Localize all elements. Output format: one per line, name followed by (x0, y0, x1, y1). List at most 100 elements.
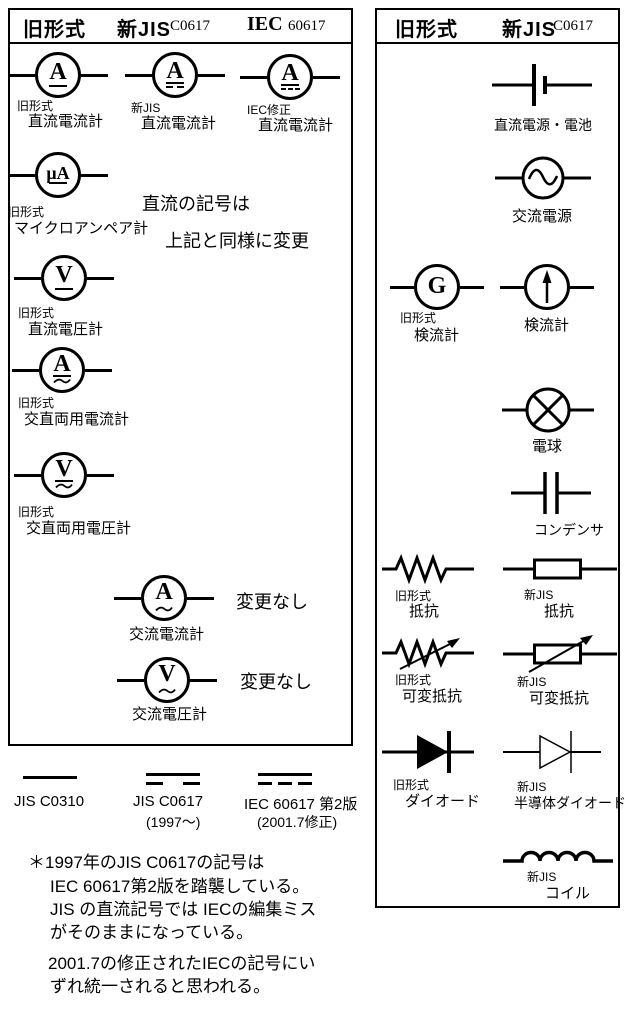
symbol-label: 直流電圧計 (28, 321, 104, 338)
legend-jis-solid-line (146, 773, 200, 776)
right-header-jis: 新JIS (502, 19, 557, 41)
dash (294, 88, 300, 91)
symbol-label: 半導体ダイオード (514, 795, 625, 811)
variable-resistor-old-symbol (382, 632, 474, 674)
battery-symbol (492, 63, 592, 107)
micro-ammeter-symbol: μA (8, 152, 108, 198)
footnote-line: IEC 60617第2版を踏襲している。 (50, 877, 310, 896)
legend-label: JIS C0617 (133, 793, 204, 810)
left-header-jis: 新JIS (117, 19, 172, 41)
symbol-tag: IEC修正 (247, 103, 292, 117)
symbol-label: 直流電流計 (258, 117, 334, 134)
symbol-tag: 新JIS (527, 870, 557, 884)
meter-circle: A (35, 52, 81, 98)
symbol-tag: 旧形式 (395, 673, 432, 687)
symbol-tag: 旧形式 (8, 205, 45, 219)
symbol-tag: 旧形式 (18, 505, 55, 519)
footnote-line: ずれ統一されると思われる。 (50, 977, 271, 996)
right-header-jis-code: C0617 (553, 18, 594, 34)
right-header-old: 旧形式 (395, 19, 458, 41)
meter-letter: A (166, 57, 184, 84)
capacitor-symbol (511, 470, 591, 516)
legend-jis-dash (183, 782, 200, 785)
meter-lead (14, 276, 41, 280)
symbol-label: ダイオード (405, 793, 481, 810)
meter-lead (313, 75, 340, 79)
dash (166, 86, 173, 89)
dc-dashed-mark-2 (166, 86, 184, 89)
meter-lead (500, 285, 524, 289)
coil-symbol (503, 844, 613, 864)
up-arrow-icon (542, 270, 552, 303)
footnote-line: ＊1997年のJIS C0617の記号は (28, 853, 265, 872)
symbol-label: 検流計 (414, 327, 460, 344)
symbol-label: 交流電圧計 (132, 706, 208, 723)
meter-letter: A (281, 59, 299, 86)
meter-lead (87, 276, 114, 280)
right-panel-frame (375, 8, 620, 908)
meter-circle: G (414, 264, 460, 310)
dc-solid-mark (166, 82, 184, 85)
meter-lead (14, 473, 41, 477)
no-change-note: 変更なし (240, 672, 312, 692)
meter-letter: A (155, 579, 173, 606)
footnote-line: がそのままになっている。 (50, 923, 254, 942)
meter-lead (85, 368, 112, 372)
meter-circle: A (141, 575, 187, 621)
symbol-label: 直流電流計 (141, 115, 217, 132)
left-header-jis-code: C0617 (170, 18, 211, 34)
symbol-tag: 旧形式 (393, 778, 430, 792)
meter-circle: V (41, 255, 87, 301)
meter-letter: μA (46, 162, 70, 183)
symbol-label: 交流電源 (512, 208, 573, 225)
legend-jis-dash (146, 782, 163, 785)
meter-lead (8, 173, 35, 177)
dc-ammeter-old-symbol: A (8, 52, 108, 98)
meter-circle (524, 264, 570, 310)
dc-solid-mark (55, 287, 73, 290)
legend-sublabel: (1997～) (146, 814, 201, 830)
meter-letter: G (427, 273, 447, 300)
meter-lead (87, 473, 114, 477)
symbol-tag: 旧形式 (400, 311, 437, 325)
acdc-voltmeter-symbol: V (14, 452, 114, 498)
symbol-label: 直流電源・電池 (494, 117, 592, 133)
dc-dashed-mark-3 (280, 88, 300, 91)
legend-label: JIS C0310 (14, 793, 85, 810)
meter-lead (240, 75, 267, 79)
meter-lead (187, 596, 214, 600)
symbol-tag: 旧形式 (17, 99, 54, 113)
dash (280, 88, 286, 91)
meter-lead (125, 73, 152, 77)
symbol-label: コンデンサ (534, 522, 604, 538)
left-header-old: 旧形式 (23, 19, 86, 41)
dc-solid-mark (49, 182, 67, 185)
meter-lead (570, 285, 594, 289)
symbol-tag: 新JIS (517, 675, 547, 689)
symbol-tag: 旧形式 (18, 306, 55, 320)
dc-ammeter-jis-symbol: A (125, 52, 225, 98)
left-header-iec-code: 60617 (288, 18, 326, 34)
symbol-label: 抵抗 (544, 603, 575, 620)
diode-new-symbol (503, 729, 601, 775)
dc-solid-mark (49, 84, 67, 87)
resistor-old-symbol (382, 554, 474, 584)
legend-iec-dash (258, 782, 272, 785)
ac-ammeter-symbol: A (114, 575, 214, 621)
meter-lead (190, 678, 217, 682)
meter-lead (117, 678, 144, 682)
footnote-line: 2001.7の修正されたIECの記号にい (48, 954, 316, 973)
meter-lead (12, 368, 39, 372)
ac-tilde-mark (157, 687, 177, 695)
symbol-tag: 新JIS (524, 588, 554, 602)
symbol-tag: 新JIS (517, 780, 547, 794)
dc-solid-mark (53, 375, 71, 378)
symbol-label: コイル (545, 885, 591, 902)
ac-tilde-mark (154, 605, 174, 613)
symbol-label: 交流電流計 (129, 626, 205, 643)
symbol-label: 電球 (532, 438, 563, 455)
symbol-label: マイクロアンペア計 (14, 220, 149, 237)
symbol-label: 可変抵抗 (529, 690, 590, 707)
galvanometer-old-symbol: G (390, 264, 484, 310)
